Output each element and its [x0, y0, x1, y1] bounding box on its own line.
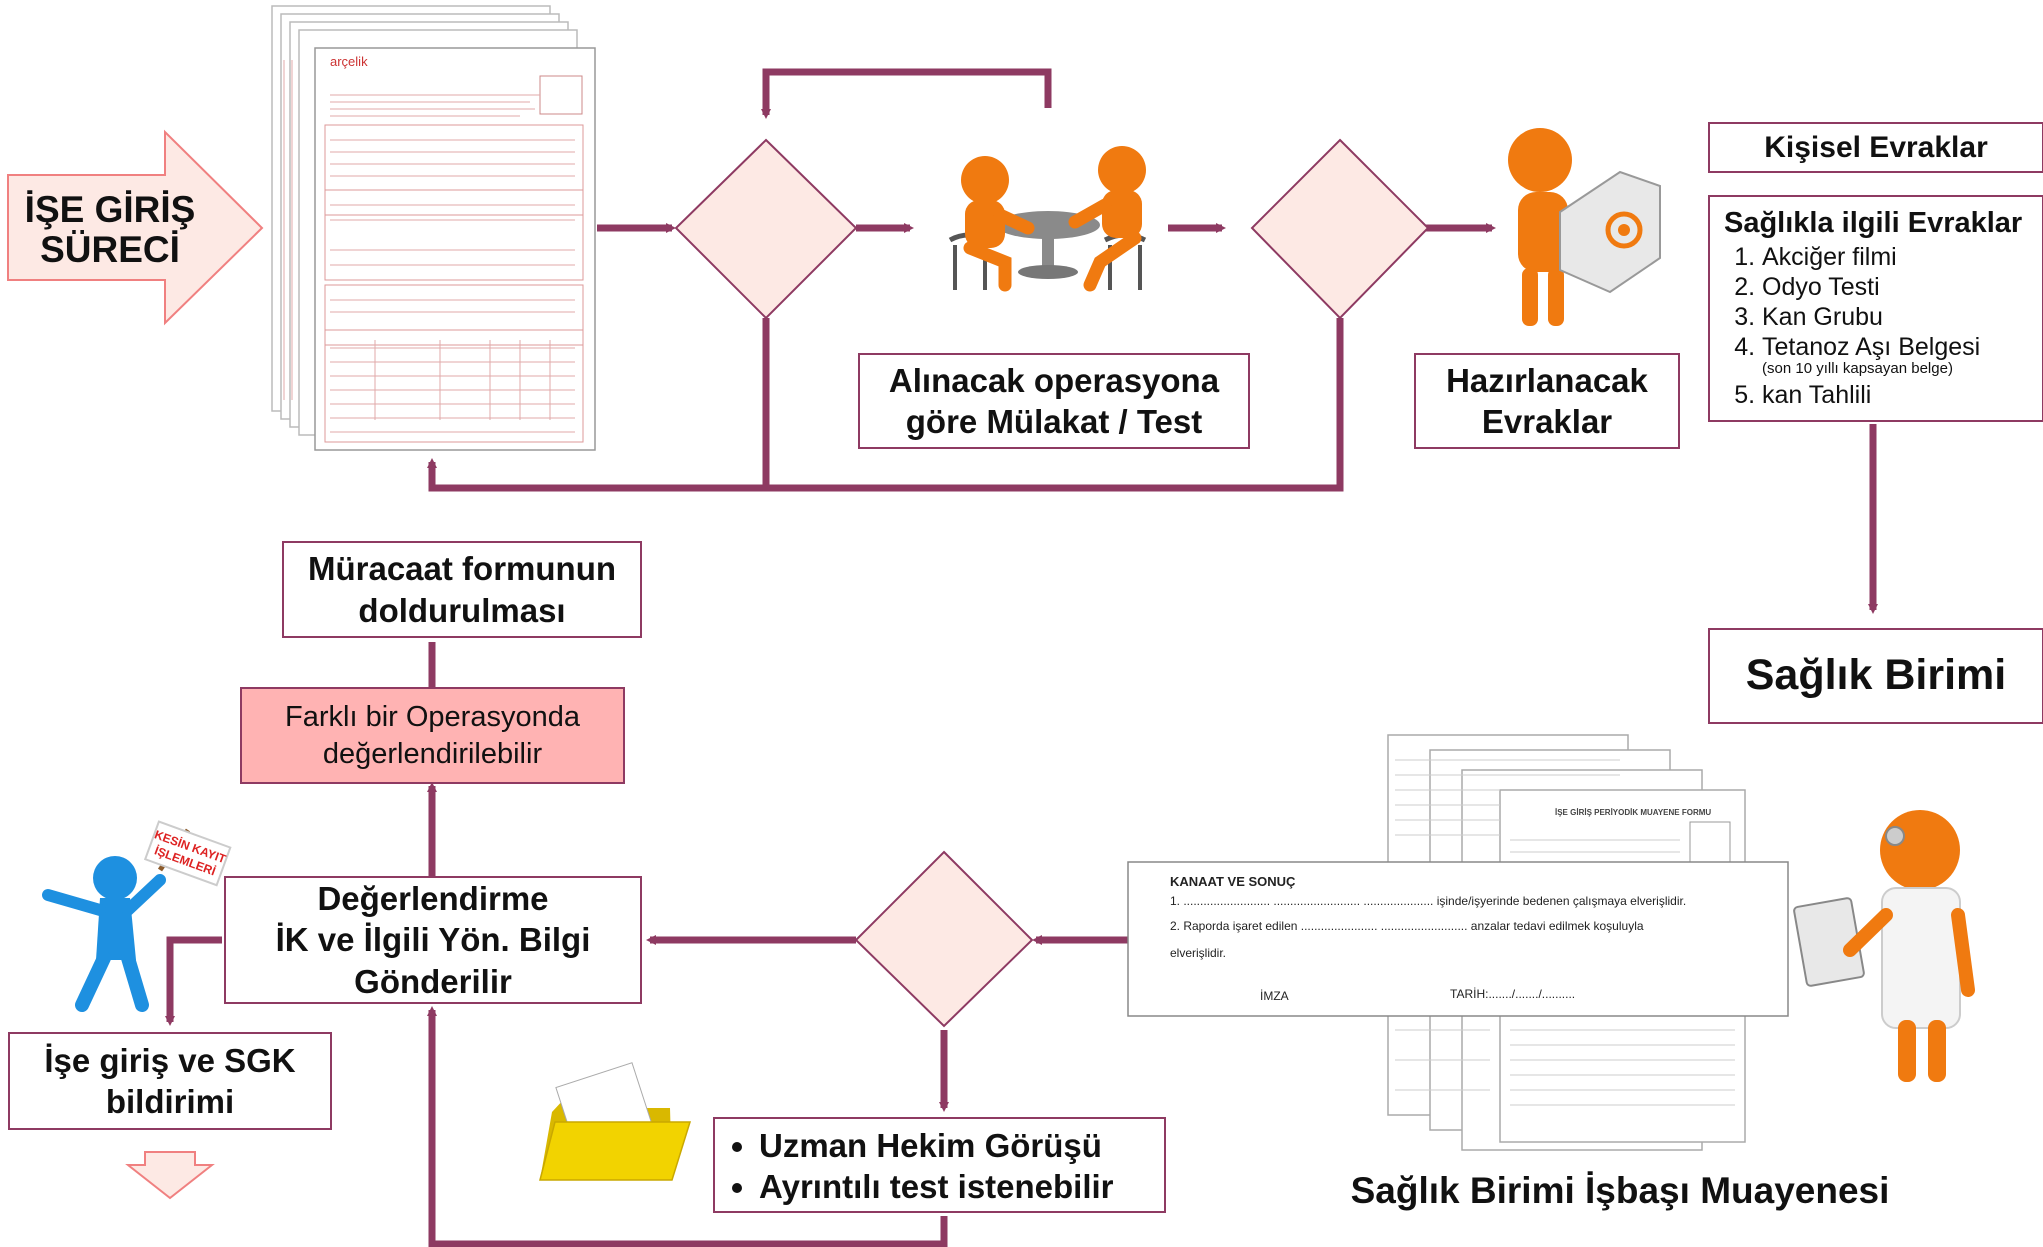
- interview-illustration: [948, 146, 1147, 292]
- application-form-line2: doldurulması: [358, 591, 566, 629]
- application-form-illustration: arçelik: [271, 5, 596, 451]
- health-doc-item: Odyo Testi: [1762, 272, 2028, 302]
- start-arrow-line1: İŞE GİRİŞ: [25, 189, 196, 230]
- other-operation-line2: değerlendirilebilir: [322, 737, 543, 770]
- decision-diamond-3: [854, 850, 1034, 1028]
- application-form-box: Müracaat formunun doldurulması: [282, 541, 642, 638]
- other-operation-line1: Farklı bir Operasyonda: [285, 701, 580, 734]
- specialist-item: Ayrıntılı test istenebilir: [759, 1166, 1148, 1207]
- evaluation-box: Değerlendirme İK ve İlgili Yön. Bilgi Gö…: [224, 876, 642, 1004]
- line-diamond2-down: [427, 318, 1344, 492]
- health-doc-item-text: Tetanoz Aşı Belgesi: [1762, 333, 1981, 361]
- personal-docs-label: Kişisel Evraklar: [1764, 130, 1988, 164]
- specialist-item: Uzman Hekim Görüşü: [759, 1125, 1148, 1166]
- evaluation-line1: Değerlendirme: [317, 880, 549, 918]
- documents-line1: Hazırlanacak: [1446, 361, 1648, 399]
- personal-docs-box: Kişisel Evraklar: [1708, 122, 2043, 173]
- arrow-eval-to-sgk: [165, 936, 222, 1026]
- decision-diamond-1: [674, 138, 858, 320]
- application-form-line1: Müracaat formunun: [307, 550, 617, 588]
- exam-form-date: TARİH:......./......./..........: [1450, 987, 1575, 1001]
- start-arrow: [7, 129, 264, 326]
- next-step-arrow: [125, 1151, 215, 1200]
- interview-line2: göre Mülakat / Test: [905, 403, 1203, 440]
- health-doc-item: Kan Grubu: [1762, 302, 2028, 332]
- periodic-form-title: İŞE GİRİŞ PERİYODİK MUAYENE FORMU: [1555, 808, 1711, 817]
- health-doc-item: Akciğer filmi: [1762, 242, 2028, 272]
- exam-form-illustration: İŞE GİRİŞ PERİYODİK MUAYENE FORMU KANAAT…: [1127, 734, 1789, 1151]
- health-docs-box: Sağlıkla ilgili Evraklar Akciğer filmi O…: [1708, 195, 2043, 422]
- documents-box: Hazırlanacak Evraklar: [1414, 353, 1680, 449]
- specialist-box: Uzman Hekim Görüşü Ayrıntılı test istene…: [713, 1117, 1166, 1213]
- arrow-loop-back: [761, 68, 1052, 119]
- reader-illustration: [1508, 128, 1661, 326]
- exam-form-line1: 1. .......................... ..........…: [1170, 894, 1686, 908]
- exam-form-line2: 2. Raporda işaret edilen ...............…: [1170, 919, 1644, 933]
- arrow-specialist-to-eval: [427, 1006, 948, 1247]
- other-operation-box: Farklı bir Operasyonda değerlendirilebil…: [240, 687, 625, 784]
- health-unit-label: Sağlık Birimi: [1745, 651, 2007, 700]
- start-arrow-line2: SÜRECİ: [40, 229, 180, 270]
- exam-caption: Sağlık Birimi İşbaşı Muayenesi: [1350, 1170, 1890, 1211]
- health-doc-item: kan Tahlili: [1762, 380, 2028, 410]
- evaluation-line2: İK ve İlgili Yön. Bilgi: [275, 921, 591, 959]
- exam-form-heading: KANAAT VE SONUÇ: [1170, 874, 1296, 889]
- decision-diamond-2: [1250, 138, 1430, 320]
- exam-form-sign: İMZA: [1260, 989, 1289, 1003]
- evaluation-line3: Gönderilir: [354, 962, 512, 1000]
- sgk-line1: İşe giriş ve SGK: [44, 1041, 296, 1079]
- form-logo: arçelik: [330, 54, 368, 69]
- doctor-illustration: [1793, 810, 1975, 1082]
- health-docs-list: Akciğer filmi Odyo Testi Kan Grubu Tetan…: [1724, 242, 2028, 410]
- documents-line2: Evraklar: [1481, 403, 1613, 440]
- health-doc-note: (son 10 yıllı kapsayan belge): [1762, 360, 1953, 377]
- registration-sign-illustration: KESİN KAYIT İŞLEMLERİ: [42, 820, 232, 1012]
- interview-box: Alınacak operasyona göre Mülakat / Test: [858, 353, 1250, 449]
- health-docs-title: Sağlıkla ilgili Evraklar: [1724, 207, 2023, 239]
- sgk-box: İşe giriş ve SGK bildirimi: [8, 1032, 332, 1130]
- exam-form-line3: elverişlidir.: [1170, 946, 1226, 960]
- health-unit-box: Sağlık Birimi: [1708, 628, 2043, 724]
- health-doc-item: Tetanoz Aşı Belgesi(son 10 yıllı kapsaya…: [1762, 332, 2028, 378]
- specialist-list: Uzman Hekim Görüşü Ayrıntılı test istene…: [731, 1125, 1148, 1208]
- sgk-line2: bildirimi: [105, 1083, 235, 1120]
- interview-line1: Alınacak operasyona: [888, 361, 1220, 399]
- folder-illustration: [539, 1062, 692, 1181]
